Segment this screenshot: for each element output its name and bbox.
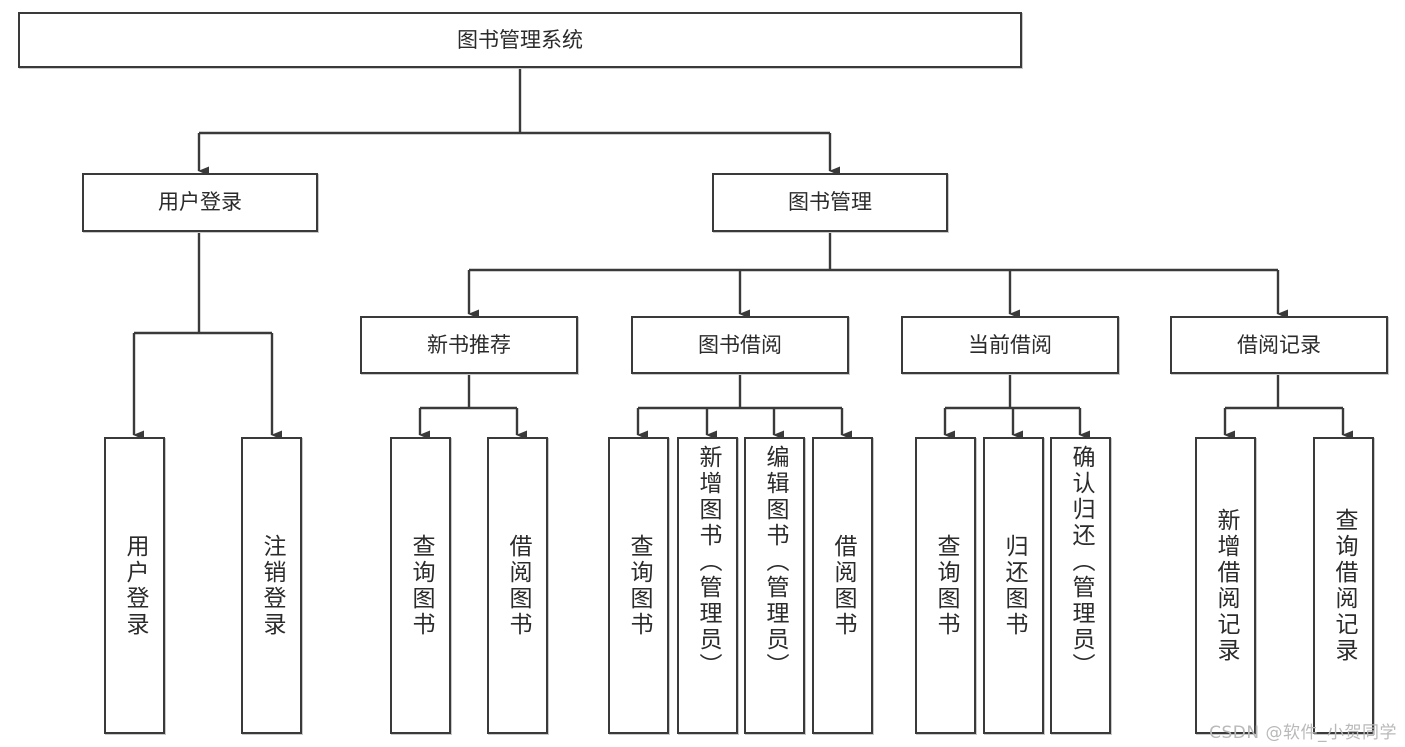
node-用户登录-0[interactable]: 用户登录 — [104, 437, 165, 734]
node-label: 当前借阅 — [968, 332, 1052, 357]
node-label: 借阅图书 — [830, 533, 856, 638]
node-图书管理-1[interactable]: 图书管理 — [712, 173, 948, 232]
node-图书借阅-1[interactable]: 图书借阅 — [631, 316, 849, 374]
node-label: 编辑图书（管理员） — [762, 445, 788, 679]
node-查询图书-8[interactable]: 查询图书 — [915, 437, 976, 734]
node-编辑图书管理员-6[interactable]: 编辑图书（管理员） — [744, 437, 805, 734]
watermark-text: CSDN @软件_小贺同学 — [1209, 723, 1397, 743]
node-label: 新书推荐 — [427, 332, 511, 357]
node-label: 图书管理系统 — [457, 27, 583, 52]
node-label: 查询图书 — [626, 533, 652, 638]
node-label: 查询图书 — [933, 533, 959, 638]
node-label: 用户登录 — [122, 533, 148, 638]
node-借阅记录-3[interactable]: 借阅记录 — [1170, 316, 1388, 374]
node-借阅图书-3[interactable]: 借阅图书 — [487, 437, 548, 734]
node-新增图书管理员-5[interactable]: 新增图书（管理员） — [677, 437, 738, 734]
node-label: 查询借阅记录 — [1331, 507, 1357, 664]
node-label: 借阅图书 — [505, 533, 531, 638]
node-label: 注销登录 — [259, 533, 285, 638]
node-label: 新增图书（管理员） — [695, 445, 721, 679]
node-label: 确认归还（管理员） — [1068, 445, 1094, 679]
node-新书推荐-0[interactable]: 新书推荐 — [360, 316, 578, 374]
node-用户登录-0[interactable]: 用户登录 — [82, 173, 318, 232]
node-归还图书-9[interactable]: 归还图书 — [983, 437, 1044, 734]
node-label: 图书管理 — [788, 190, 872, 215]
node-确认归还管理员-10[interactable]: 确认归还（管理员） — [1050, 437, 1111, 734]
node-label: 归还图书 — [1001, 533, 1027, 638]
node-查询图书-2[interactable]: 查询图书 — [390, 437, 451, 734]
node-label: 新增借阅记录 — [1213, 507, 1239, 664]
node-图书管理系统-0[interactable]: 图书管理系统 — [18, 12, 1022, 68]
node-label: 用户登录 — [158, 190, 242, 215]
node-当前借阅-2[interactable]: 当前借阅 — [901, 316, 1119, 374]
node-注销登录-1[interactable]: 注销登录 — [241, 437, 302, 734]
node-label: 借阅记录 — [1237, 332, 1321, 357]
node-label: 查询图书 — [408, 533, 434, 638]
node-查询图书-4[interactable]: 查询图书 — [608, 437, 669, 734]
node-label: 图书借阅 — [698, 332, 782, 357]
node-查询借阅记录-12[interactable]: 查询借阅记录 — [1313, 437, 1374, 734]
node-新增借阅记录-11[interactable]: 新增借阅记录 — [1195, 437, 1256, 734]
node-借阅图书-7[interactable]: 借阅图书 — [812, 437, 873, 734]
